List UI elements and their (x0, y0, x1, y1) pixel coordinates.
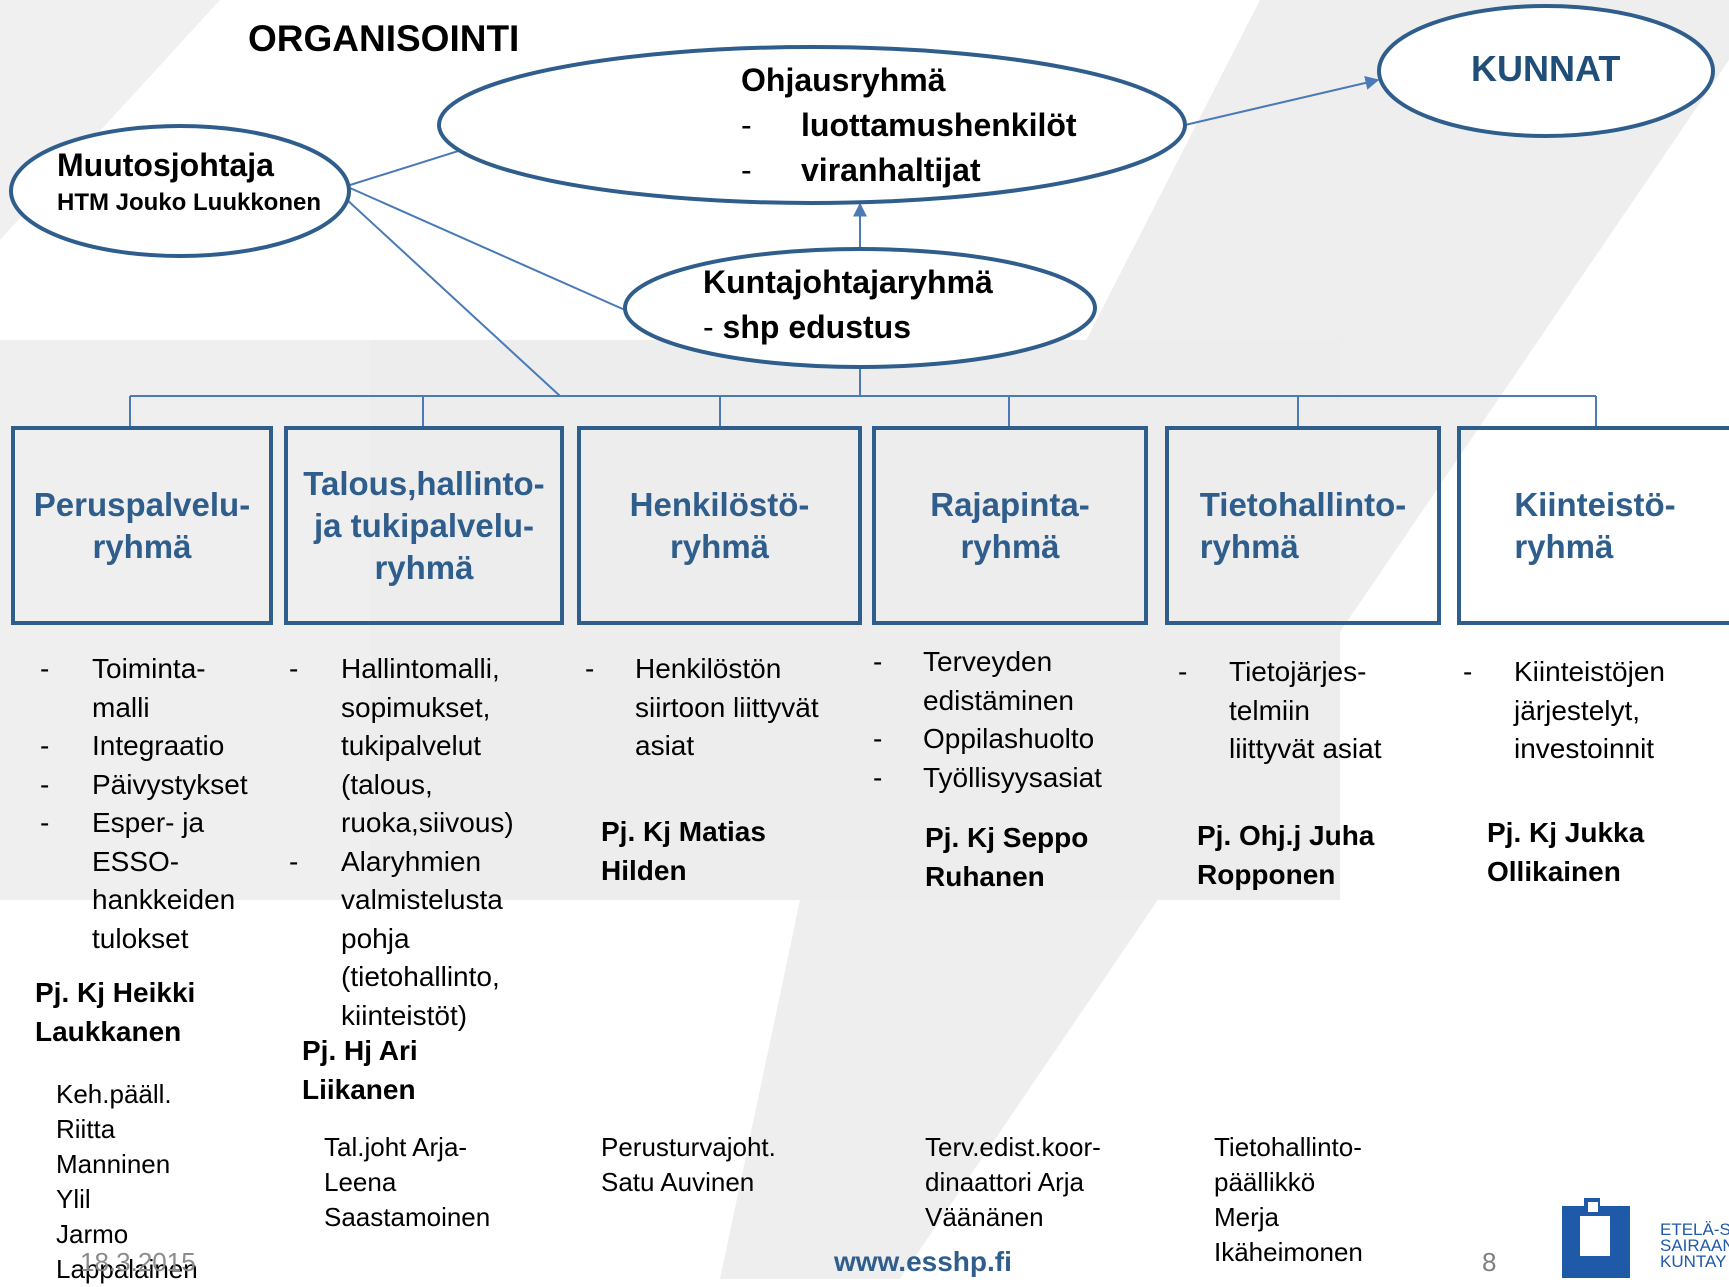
group-1-chair: Pj. Kj Heikki Laukkanen (35, 977, 196, 1047)
steering-item-1: luottamushenkilöt (801, 107, 1077, 143)
list-item: Terveyden edistäminen (867, 643, 1147, 720)
link-leader-groups (344, 197, 561, 397)
list-item: Päivystykset (34, 766, 264, 805)
group-2-tasks: Hallintomalli, sopimukset, tukipalvelut … (283, 650, 563, 1035)
group-box-2: Talous,hallinto- ja tukipalvelu- ryhmä (284, 426, 564, 625)
group-label-2: Talous,hallinto- ja tukipalvelu- ryhmä (303, 464, 545, 586)
change-leader-title: Muutosjohtaja (57, 147, 274, 183)
page-title: ORGANISOINTI (248, 18, 520, 59)
page-number: 8 (1482, 1247, 1497, 1277)
group-label-1: Peruspalvelu- ryhmä (33, 485, 251, 565)
group-1-secretary: Keh.pääll. Riitta Manninen Ylil Jarmo La… (56, 1079, 198, 1284)
municipal-managers: Kuntajohtajaryhmä - shp edustus (703, 260, 993, 350)
ellipse-kunnat (1377, 4, 1715, 138)
group-4-chair: Pj. Kj Seppo Ruhanen (925, 822, 1089, 892)
group-4-secretary: Terv.edist.koor- dinaattori Arja Väänäne… (925, 1132, 1101, 1232)
list-item: Kiinteistöjen järjestelyt, investoinnit (1457, 653, 1717, 769)
group-1-tasks: Toiminta- malli Integraatio Päivystykset… (34, 650, 264, 958)
steering-group-title: Ohjausryhmä (741, 62, 946, 98)
steering-bullet-1: - (741, 107, 752, 143)
group-6-tasks: Kiinteistöjen järjestelyt, investoinnit (1457, 653, 1717, 769)
list-item: Työllisyysasiat (867, 759, 1147, 798)
logo-icon (1562, 1198, 1630, 1278)
municipal-managers-subtitle: shp edustus (722, 309, 912, 345)
list-item: Toiminta- malli (34, 650, 264, 727)
ellipse-municipal-managers (623, 247, 1097, 369)
list-item: Oppilashuolto (867, 720, 1147, 759)
list-item: Tietojärjes- telmiin liittyvät asiat (1172, 653, 1432, 769)
ellipse-steering-group (437, 45, 1187, 205)
group-5-chair: Pj. Ohj.j Juha Ropponen (1197, 820, 1375, 890)
logo-wordmark: ETELÄ-S SAIRAAN KUNTAY (1660, 1220, 1729, 1271)
group-box-4: Rajapinta- ryhmä (872, 426, 1148, 625)
group-label-4: Rajapinta- ryhmä (930, 485, 1090, 565)
list-item: Hallintomalli, sopimukset, tukipalvelut … (283, 650, 563, 843)
group-3-tasks: Henkilöstön siirtoon liittyvät asiat (579, 650, 859, 766)
link-leader-managers (349, 187, 626, 311)
municipal-managers-title: Kuntajohtajaryhmä (703, 264, 993, 300)
link-steering-kunnat (1184, 76, 1380, 126)
municipal-managers-prefix: - (703, 309, 723, 345)
group-label-6: Kiinteistö- ryhmä (1514, 485, 1676, 565)
group-3-secretary: Perusturvajoht. Satu Auvinen (601, 1132, 776, 1197)
footer-url[interactable]: www.esshp.fi (834, 1246, 1012, 1277)
group-label-3: Henkilöstö- ryhmä (629, 485, 810, 565)
group-5-secretary: Tietohallinto- päällikkö Merja Ikäheimon… (1214, 1132, 1363, 1267)
group-3-chair: Pj. Kj Matias Hilden (601, 816, 766, 886)
group-4-tasks: Terveyden edistäminen Oppilashuolto Työl… (867, 643, 1147, 797)
steering-item-2: viranhaltijat (801, 152, 981, 188)
change-leader-subtitle: HTM Jouko Luukkonen (57, 189, 321, 216)
footer-date: 18.3.2015 (80, 1247, 196, 1277)
group-6-chair: Pj. Kj Jukka Ollikainen (1487, 817, 1645, 887)
change-leader: Muutosjohtaja HTM Jouko Luukkonen (57, 143, 321, 219)
group-2-chair: Pj. Hj Ari Liikanen (302, 1035, 418, 1105)
group-label-5: Tietohallinto- ryhmä (1199, 485, 1407, 565)
group-box-5: Tietohallinto- ryhmä (1165, 426, 1441, 625)
list-item: Esper- ja ESSO- hankkeiden tulokset (34, 804, 264, 958)
list-item: Alaryhmien valmistelusta pohja (tietohal… (283, 843, 563, 1036)
group-box-3: Henkilöstö- ryhmä (577, 426, 862, 625)
list-item: Henkilöstön siirtoon liittyvät asiat (579, 650, 859, 766)
group-box-6: Kiinteistö- ryhmä (1457, 426, 1729, 625)
list-item: Integraatio (34, 727, 264, 766)
group-2-secretary: Tal.joht Arja- Leena Saastamoinen (324, 1132, 491, 1232)
group-box-1: Peruspalvelu- ryhmä (11, 426, 273, 625)
steering-bullet-2: - (741, 152, 752, 188)
group-5-tasks: Tietojärjes- telmiin liittyvät asiat (1172, 653, 1432, 769)
ellipse-change-leader (9, 124, 351, 258)
municipalities-label: KUNNAT (1471, 48, 1621, 89)
steering-group: Ohjausryhmä - luottamushenkilöt - viranhal… (741, 58, 1077, 193)
